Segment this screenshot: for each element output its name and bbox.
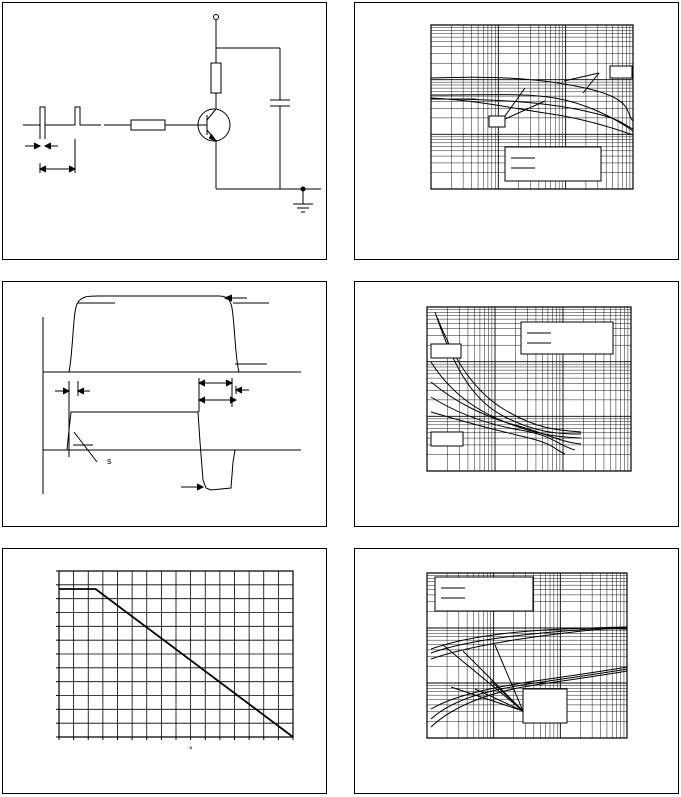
base-resistor	[131, 120, 165, 130]
output-waveform	[61, 296, 301, 372]
saturation-curve-6	[431, 667, 627, 709]
gain-curve-4	[431, 99, 633, 129]
derating-series-1	[59, 589, 293, 737]
switching-waveform-diagram: s	[3, 282, 328, 528]
input-pulse-waveform	[23, 107, 101, 139]
switching-test-circuit-schematic	[3, 3, 328, 261]
switching-legend	[521, 322, 613, 354]
switching-curve-5	[431, 397, 575, 450]
collector-resistor	[211, 63, 221, 93]
saturation-curve-5	[431, 671, 627, 727]
input-waveform	[43, 412, 301, 490]
panel-switching-time-curves	[354, 281, 679, 527]
switching-curve-6	[431, 412, 565, 454]
waveform-small-label: s	[107, 456, 112, 466]
saturation-leaders	[443, 645, 567, 723]
saturation-voltage-chart	[355, 549, 680, 795]
panel-dc-current-gain-curves	[354, 2, 679, 260]
gain-annotations	[452, 66, 632, 127]
saturation-curve-4	[431, 669, 627, 719]
derating-degree-symbol: °	[189, 745, 193, 755]
switching-time-chart	[355, 282, 680, 528]
saturation-curve-1	[431, 627, 627, 649]
ground-icon	[293, 189, 313, 212]
saturation-legend	[435, 577, 533, 611]
derating-grid	[56, 571, 293, 740]
gain-legend	[505, 147, 601, 181]
gain-curve-1	[431, 77, 633, 121]
saturation-curve-3	[431, 629, 627, 659]
panel-power-derating-curve: °	[2, 548, 327, 794]
dc-current-gain-chart	[355, 3, 680, 261]
gain-curve-3	[431, 98, 633, 135]
panel-switching-waveforms: s	[2, 281, 327, 527]
switching-label-box	[431, 344, 461, 358]
switching-label-box-2	[431, 432, 463, 446]
panel-switching-test-circuit	[2, 2, 327, 260]
switching-curve-4	[431, 382, 581, 444]
panel-saturation-voltage-curves	[354, 548, 679, 794]
supply-terminal-icon	[214, 15, 219, 20]
power-derating-chart: °	[3, 549, 328, 755]
saturation-curve-2	[431, 628, 627, 653]
